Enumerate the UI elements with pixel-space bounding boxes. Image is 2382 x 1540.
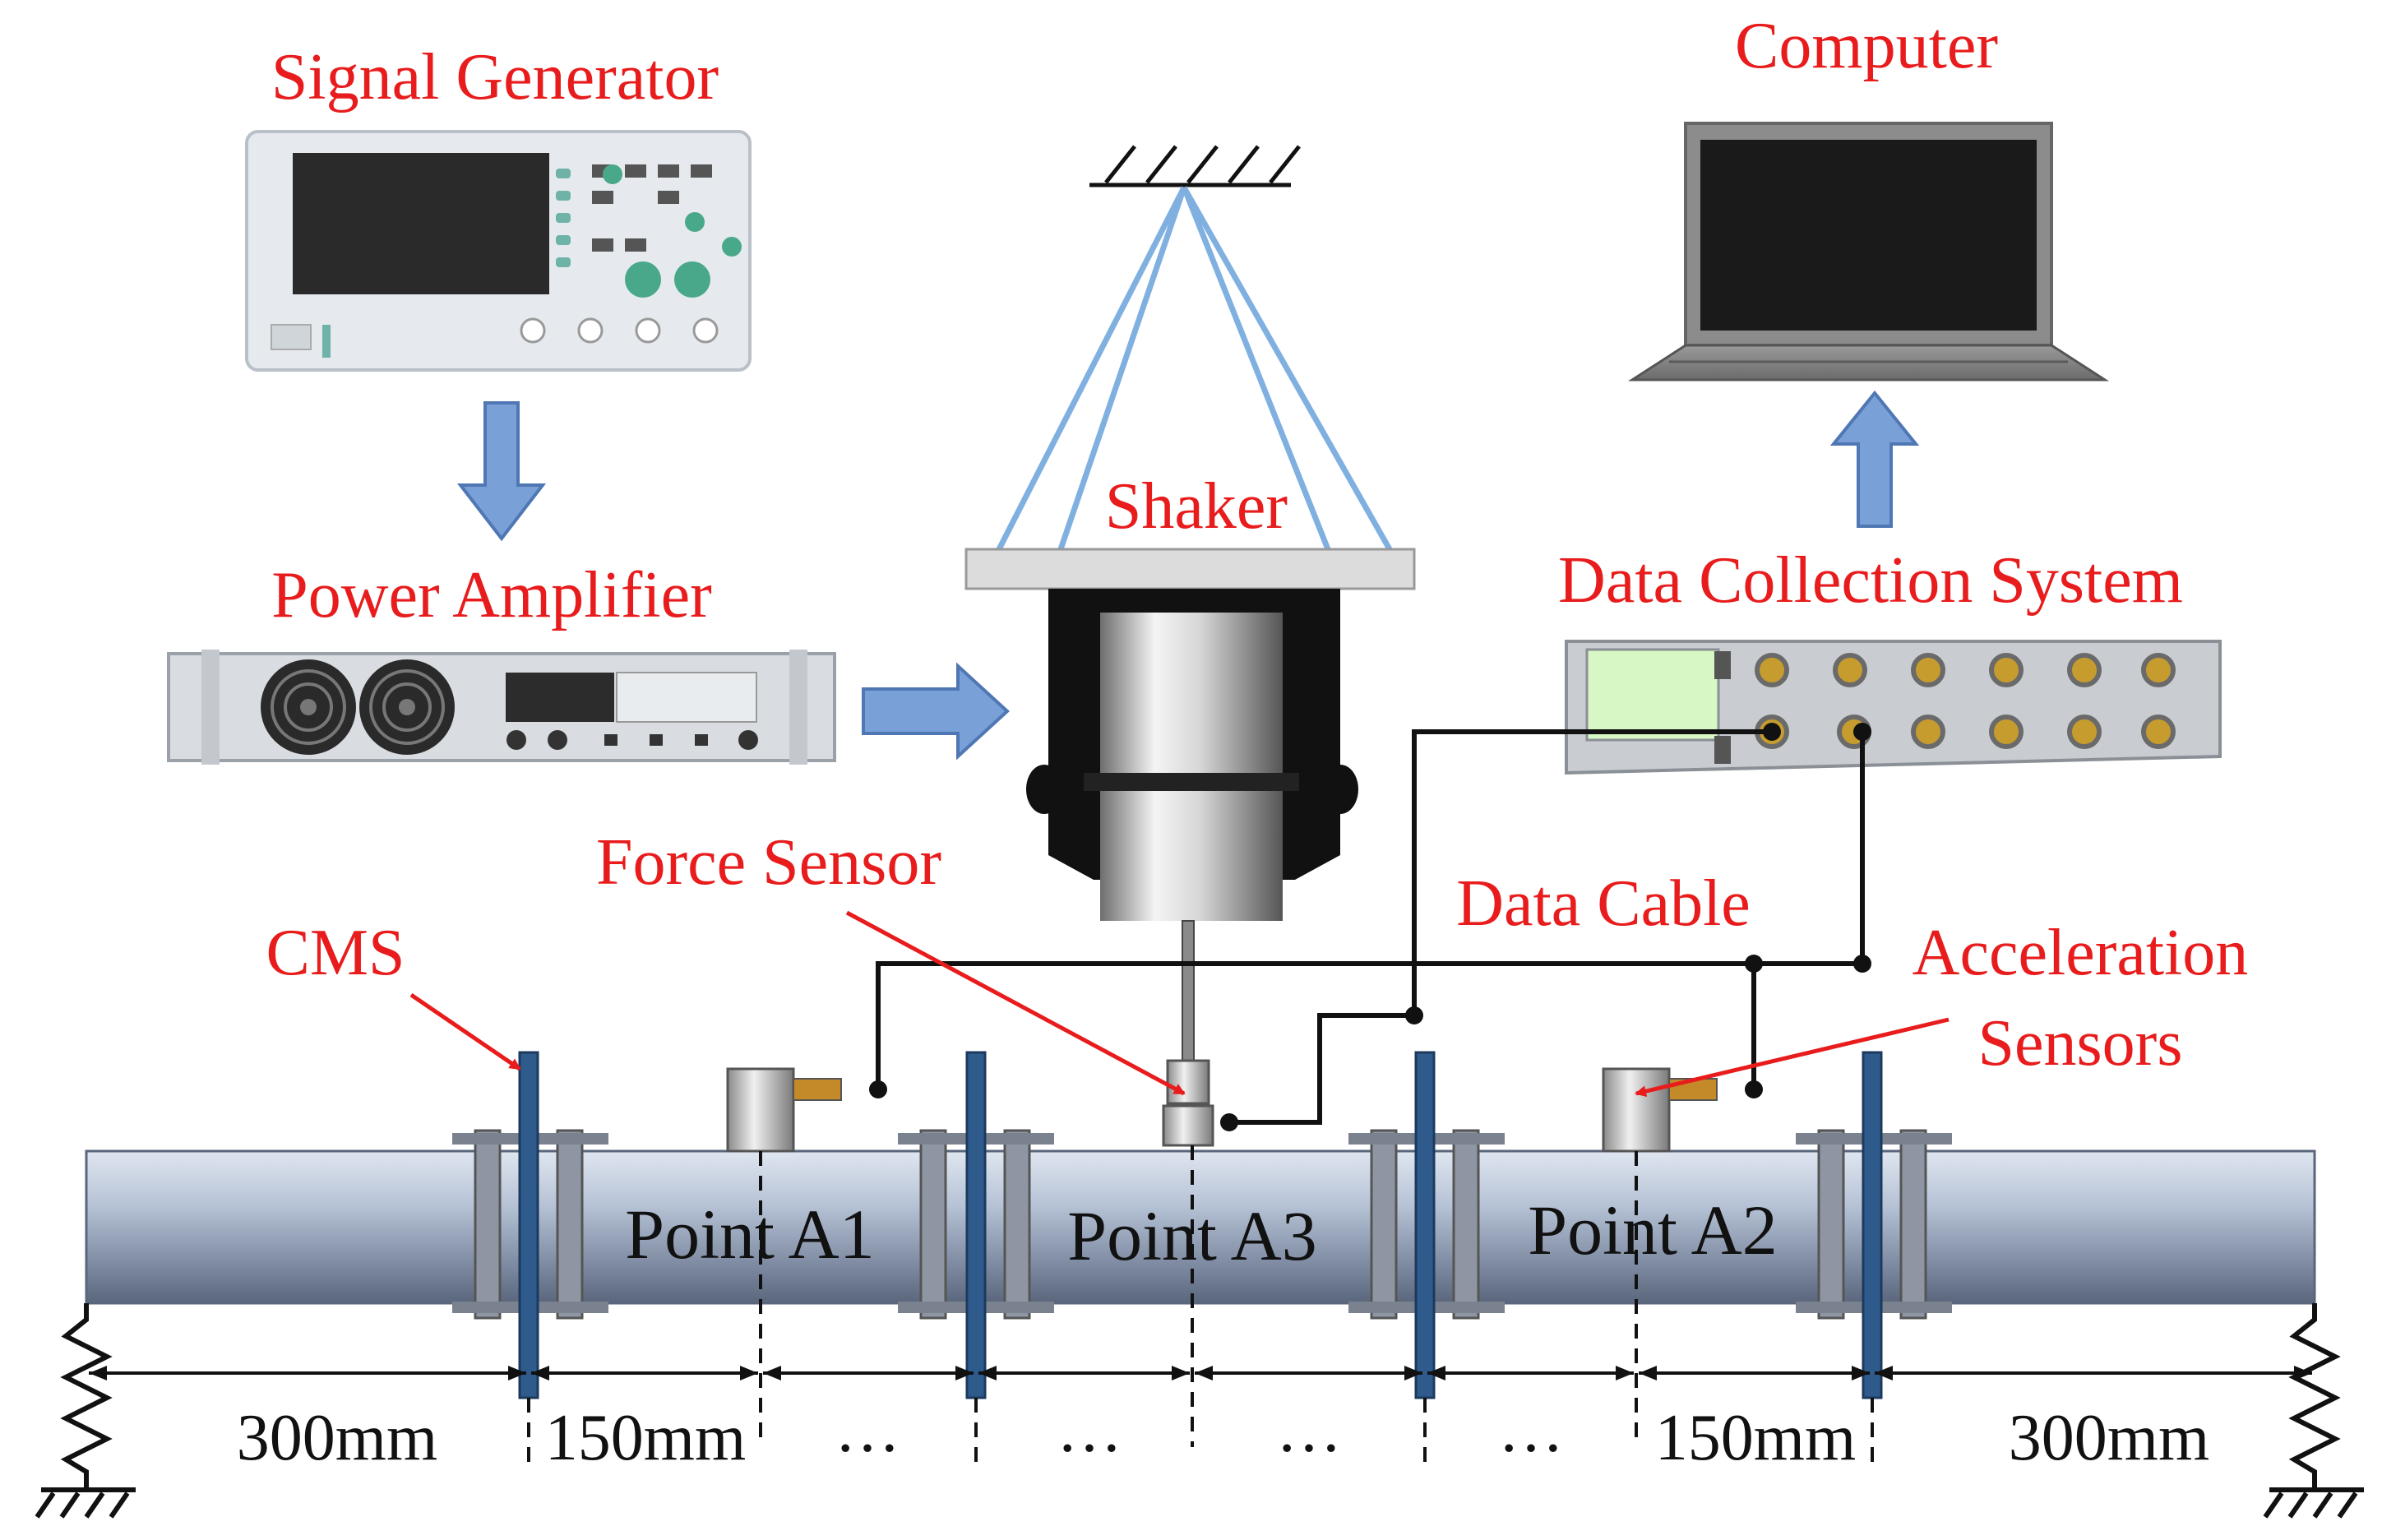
cms-clamp: [898, 1051, 1054, 1399]
power-amplifier-label: Power Amplifier: [271, 559, 711, 631]
pipe: [85, 1149, 2316, 1305]
arrow-down-icon: [456, 401, 547, 542]
data-collection-device: [1565, 640, 2222, 775]
acceleration-sensors-label-line2: Sensors: [1978, 1007, 2183, 1080]
cable-junctions: [869, 723, 1871, 1131]
signal-generator-device: [245, 130, 752, 372]
signal-generator-label: Signal Generator: [271, 41, 719, 113]
cms-clamp-assemblies: [452, 1051, 1952, 1399]
force-sensor: [1162, 1059, 1214, 1147]
spring-support-right: [2263, 1303, 2364, 1519]
dim-right-end: 300mm: [2009, 1402, 2209, 1474]
cms-label: CMS: [266, 917, 405, 989]
ground-hatch-icon: [1089, 145, 1301, 187]
acceleration-sensor-pointer: [1635, 1017, 1950, 1098]
shaker-device: [964, 548, 1416, 1061]
dim-ellipsis-3: …: [1276, 1394, 1342, 1466]
power-amplifier-device: [167, 650, 836, 765]
arrow-up-icon: [1829, 390, 1920, 528]
arrow-right-icon: [862, 662, 1010, 761]
data-collection-label: Data Collection System: [1558, 544, 2183, 617]
fan-icon: [359, 659, 455, 755]
fan-icon: [261, 659, 356, 755]
point-a1-label: Point A1: [625, 1195, 874, 1274]
spring-support-left: [35, 1303, 136, 1519]
dim-ellipsis-4: …: [1498, 1394, 1564, 1466]
computer-label: Computer: [1735, 10, 1998, 82]
dim-left-offset: 150mm: [545, 1402, 746, 1474]
acceleration-sensor-a1: [726, 1067, 842, 1153]
data-cable-label: Data Cable: [1456, 867, 1751, 940]
acceleration-sensor-a2: [1602, 1067, 1718, 1153]
cms-clamp: [1348, 1051, 1505, 1399]
cms-clamp: [452, 1051, 608, 1399]
acceleration-sensors-label-line1: Acceleration: [1913, 917, 2249, 989]
dimension-guides: [527, 1145, 1874, 1464]
dim-left-end: 300mm: [237, 1402, 437, 1474]
laptop-device: [1627, 122, 2110, 382]
force-sensor-pointer: [845, 910, 1186, 1096]
force-sensor-label: Force Sensor: [596, 826, 941, 899]
suspension-cables: [996, 186, 1393, 551]
shaker-label: Shaker: [1105, 470, 1288, 543]
cms-clamp: [1796, 1051, 1952, 1399]
dim-right-offset: 150mm: [1655, 1402, 1856, 1474]
dim-ellipsis-2: …: [1057, 1394, 1122, 1466]
point-a2-label: Point A2: [1528, 1191, 1777, 1269]
cms-pointer: [409, 992, 521, 1071]
data-cables: [876, 729, 1865, 1125]
dim-ellipsis-1: …: [835, 1394, 900, 1466]
